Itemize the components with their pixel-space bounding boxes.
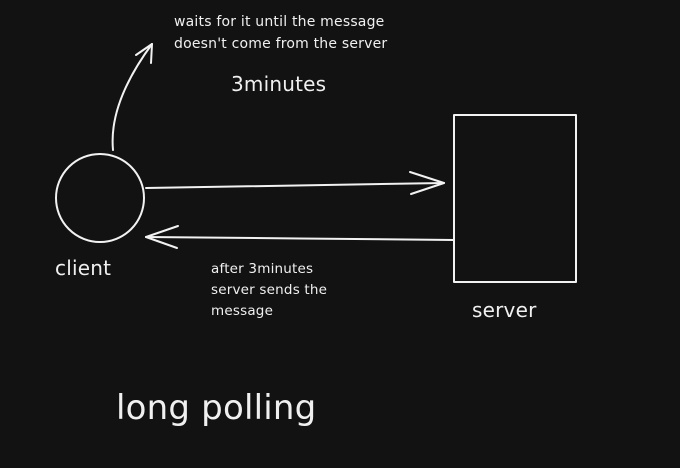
diagram-title: long polling bbox=[116, 388, 317, 428]
wait-note-line-1: waits for it until the message bbox=[174, 14, 385, 30]
response-note-line-2: server sends the bbox=[211, 282, 328, 298]
server-label: server bbox=[472, 298, 537, 322]
response-note-line-3: message bbox=[211, 303, 274, 319]
request-arrow bbox=[145, 171, 445, 195]
server-node bbox=[453, 114, 577, 283]
client-label: client bbox=[55, 256, 112, 280]
wait-arrow bbox=[111, 43, 153, 151]
wait-note-line-2: doesn't come from the server bbox=[174, 36, 388, 52]
response-note: after 3minutes server sends the message bbox=[211, 259, 327, 322]
response-note-line-1: after 3minutes bbox=[211, 261, 314, 277]
client-node bbox=[55, 153, 145, 243]
duration-label: 3minutes bbox=[231, 72, 327, 96]
wait-note: waits for it until the message doesn't c… bbox=[174, 11, 387, 55]
response-arrow bbox=[145, 225, 455, 249]
